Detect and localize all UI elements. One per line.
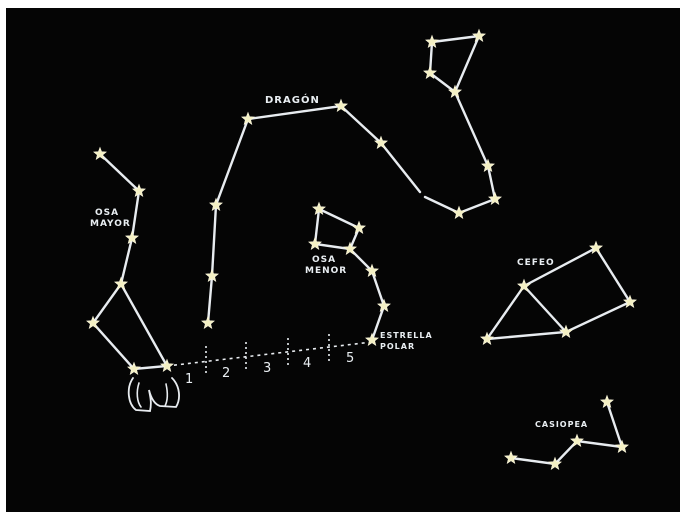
star-icon bbox=[202, 317, 214, 329]
osa-mayor bbox=[93, 154, 167, 369]
scale-label-3: 3 bbox=[263, 361, 271, 376]
star-icon bbox=[489, 193, 501, 205]
label-estrella-1: ESTRELLA bbox=[380, 331, 433, 340]
star-icon bbox=[453, 207, 465, 219]
star-icon bbox=[353, 222, 365, 234]
cefeo bbox=[487, 248, 630, 339]
label-casiopea: CASIOPEA bbox=[535, 420, 588, 429]
star-icon bbox=[161, 360, 173, 372]
star-icon bbox=[616, 441, 628, 453]
hand-drawing bbox=[129, 378, 179, 411]
label-osa-menor-1: OSA bbox=[312, 255, 336, 265]
label-cefeo: CEFEO bbox=[517, 258, 555, 268]
label-estrella-2: POLAR bbox=[380, 342, 415, 351]
stars bbox=[87, 30, 636, 470]
casiopea bbox=[511, 402, 622, 464]
label-osa-mayor-1: OSA bbox=[95, 208, 119, 218]
scale-label-4: 4 bbox=[303, 356, 311, 371]
distance-scale: 1 2 3 4 5 bbox=[167, 334, 372, 387]
star-icon bbox=[473, 30, 485, 42]
label-osa-mayor-2: MAYOR bbox=[90, 219, 131, 229]
label-osa-menor-2: MENOR bbox=[305, 266, 347, 276]
scale-label-2: 2 bbox=[222, 366, 230, 381]
star-icon bbox=[309, 238, 321, 250]
star-icon bbox=[366, 334, 378, 346]
star-icon bbox=[242, 113, 254, 125]
scale-label-5: 5 bbox=[346, 351, 354, 366]
star-icon bbox=[505, 452, 517, 464]
star-icon bbox=[115, 278, 127, 290]
scale-label-1: 1 bbox=[185, 372, 193, 387]
label-dragon: DRAGÓN bbox=[265, 93, 320, 106]
dragon bbox=[208, 36, 495, 323]
